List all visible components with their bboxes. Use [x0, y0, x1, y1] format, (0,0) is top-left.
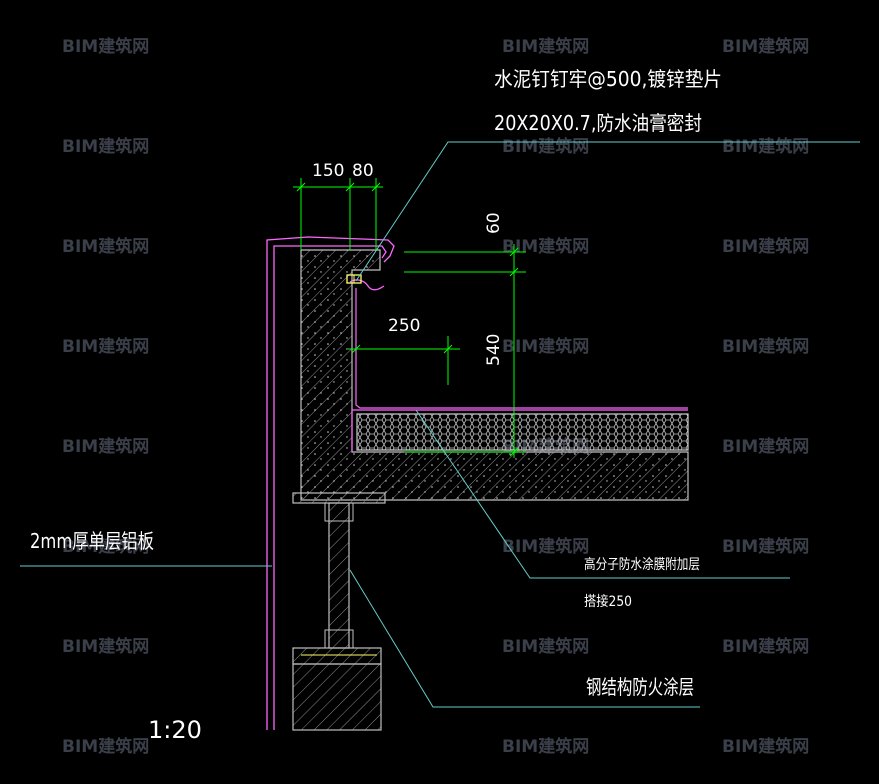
dim-60: 60	[484, 212, 504, 234]
dim-250: 250	[388, 316, 420, 336]
scale-label: 1:20	[148, 716, 202, 744]
watermark-text: BIM建筑网	[502, 136, 589, 157]
watermark-text: BIM建筑网	[62, 736, 149, 757]
aluminum-panel-label: 2mm厚单层铝板	[30, 529, 154, 553]
dimension-lines	[293, 178, 526, 458]
watermark-text: BIM建筑网	[502, 736, 589, 757]
watermark-text: BIM建筑网	[722, 436, 809, 457]
membrane-label-line2: 搭接250	[584, 593, 632, 610]
dim-150: 150	[312, 161, 344, 181]
watermark-text: BIM建筑网	[722, 636, 809, 657]
watermark-text: BIM建筑网	[502, 236, 589, 257]
watermark-text: BIM建筑网	[62, 136, 149, 157]
watermark-text: BIM建筑网	[502, 536, 589, 557]
watermark-text: BIM建筑网	[722, 536, 809, 557]
watermark-text: BIM建筑网	[62, 36, 149, 57]
watermark-text: BIM建筑网	[62, 436, 149, 457]
concrete-upstand	[300, 249, 689, 501]
steel-beam	[292, 492, 386, 731]
dim-80: 80	[352, 161, 374, 181]
watermark-text: BIM建筑网	[62, 636, 149, 657]
watermark-text: BIM建筑网	[722, 36, 809, 57]
leader-lines	[20, 141, 860, 708]
membrane-label-line1: 高分子防水涂膜附加层	[584, 556, 700, 573]
aluminum-panel-outline	[266, 236, 395, 730]
waterproof-membrane	[349, 279, 688, 452]
nail-note-line1: 水泥钉钉牢@500,镀锌垫片	[494, 67, 722, 91]
annotation-text: 水泥钉钉牢@500,镀锌垫片 20X20X0.7,防水油膏密封 2mm厚单层铝板…	[30, 67, 722, 744]
nail-note-line2: 20X20X0.7,防水油膏密封	[494, 111, 702, 135]
fireproof-label: 钢结构防火涂层	[586, 675, 694, 699]
watermark-text: BIM建筑网	[722, 336, 809, 357]
dim-540: 540	[484, 334, 504, 366]
watermark-text: BIM建筑网	[722, 736, 809, 757]
watermark-layer: BIM建筑网 BIM建筑网 BIM建筑网 BIM建筑网 BIM建筑网 BIM建筑网 BIM建…	[62, 36, 809, 757]
watermark-text: BIM建筑网	[502, 636, 589, 657]
insulation-layer	[356, 413, 689, 451]
dimension-text: 150 80 250 60 540	[312, 161, 504, 366]
watermark-text: BIM建筑网	[62, 236, 149, 257]
watermark-text: BIM建筑网	[502, 336, 589, 357]
watermark-text: BIM建筑网	[62, 336, 149, 357]
nail-fixing	[346, 274, 362, 284]
watermark-text: BIM建筑网	[502, 36, 589, 57]
watermark-text: BIM建筑网	[62, 536, 149, 557]
watermark-text: BIM建筑网	[722, 136, 809, 157]
watermark-text: BIM建筑网	[722, 236, 809, 257]
